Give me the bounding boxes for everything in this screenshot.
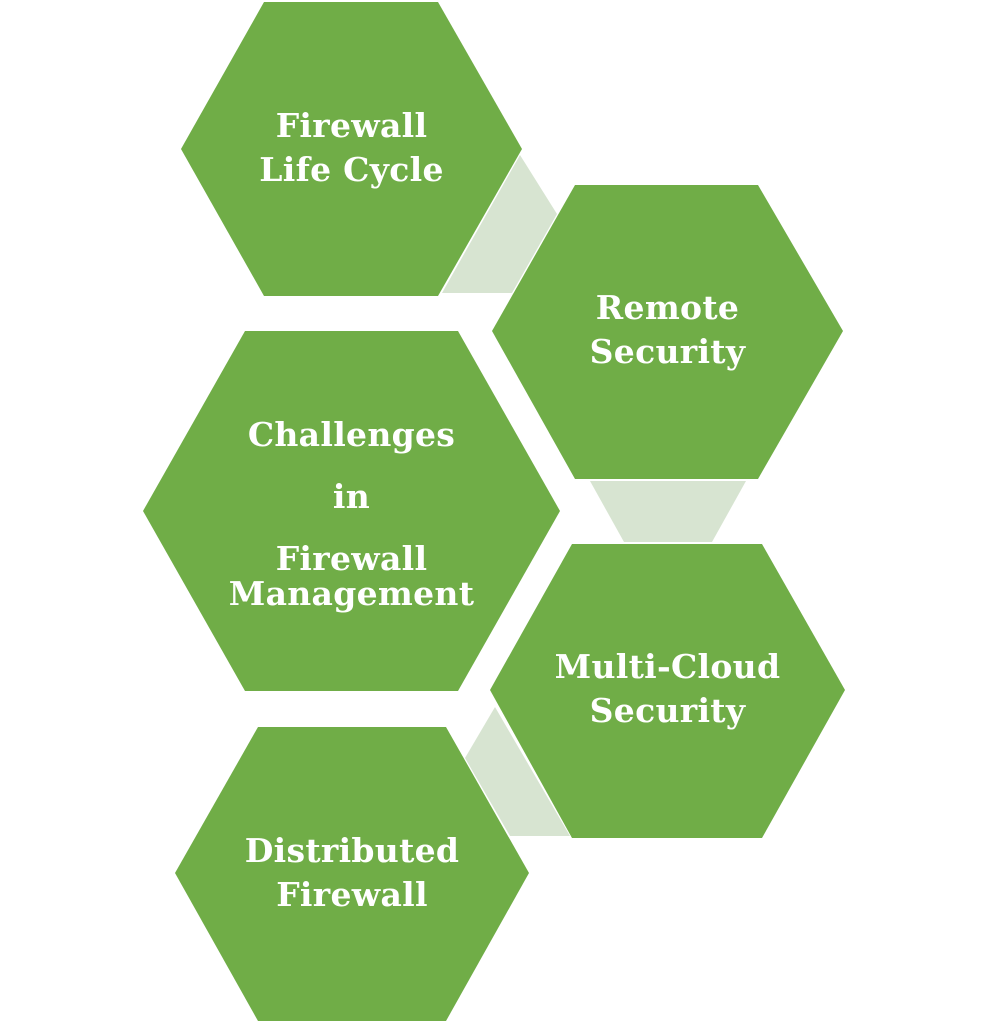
hexagon-multi-cloud-security: [490, 544, 845, 838]
hexagon-remote-security: [492, 185, 843, 479]
label-line: Firewall: [275, 539, 428, 578]
hexagon-challenges: [143, 331, 560, 691]
label-line: Life Cycle: [259, 150, 444, 189]
label-line: Security: [589, 691, 746, 730]
label-line: Firewall: [276, 875, 428, 914]
hexagon-distributed-firewall: [175, 727, 529, 1021]
label-firewall-life-cycle: Firewall Life Cycle: [181, 104, 522, 192]
label-multi-cloud-security: Multi-Cloud Security: [490, 645, 845, 733]
connector-multicloud-to-distributed: [465, 707, 570, 836]
label-line: Firewall: [275, 106, 428, 145]
label-line: Management: [228, 574, 475, 613]
connector-remote-to-multicloud: [590, 481, 746, 542]
label-remote-security: Remote Security: [492, 286, 843, 374]
hexagon-firewall-life-cycle: [181, 2, 522, 296]
label-line: Security: [589, 332, 746, 371]
label-challenges: Challenges in Firewall Management: [143, 394, 560, 624]
label-line: Multi-Cloud: [554, 647, 781, 686]
label-line: Distributed: [244, 831, 460, 870]
connector-life-cycle-to-remote: [442, 155, 557, 293]
label-distributed-firewall: Distributed Firewall: [175, 829, 529, 917]
label-line: in: [332, 477, 371, 516]
label-line: Remote: [595, 288, 740, 327]
label-line: Challenges: [247, 415, 456, 454]
